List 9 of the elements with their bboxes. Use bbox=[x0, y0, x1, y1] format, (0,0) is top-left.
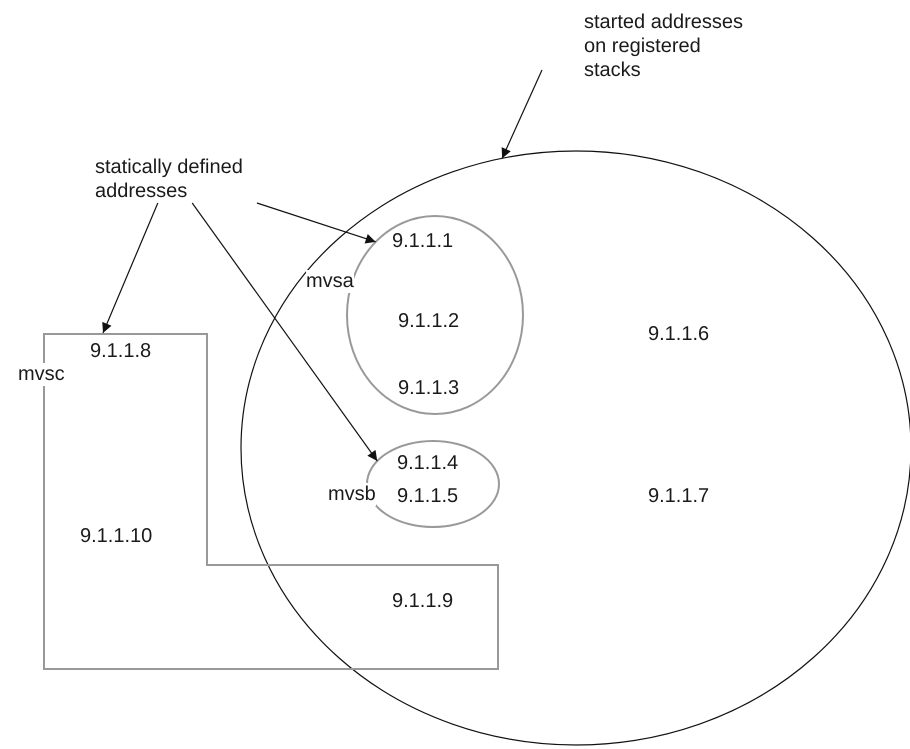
arrow bbox=[502, 70, 543, 159]
annotation-text: started addresses on registered stacks bbox=[584, 10, 762, 82]
group-label: mvsc bbox=[18, 363, 65, 386]
group-label: mvsa bbox=[306, 270, 354, 293]
arrow bbox=[192, 202, 378, 462]
arrow bbox=[256, 202, 376, 244]
group-label: mvsb bbox=[328, 483, 376, 506]
annotation-text: statically defined addresses bbox=[95, 155, 275, 203]
arrow bbox=[102, 202, 158, 334]
